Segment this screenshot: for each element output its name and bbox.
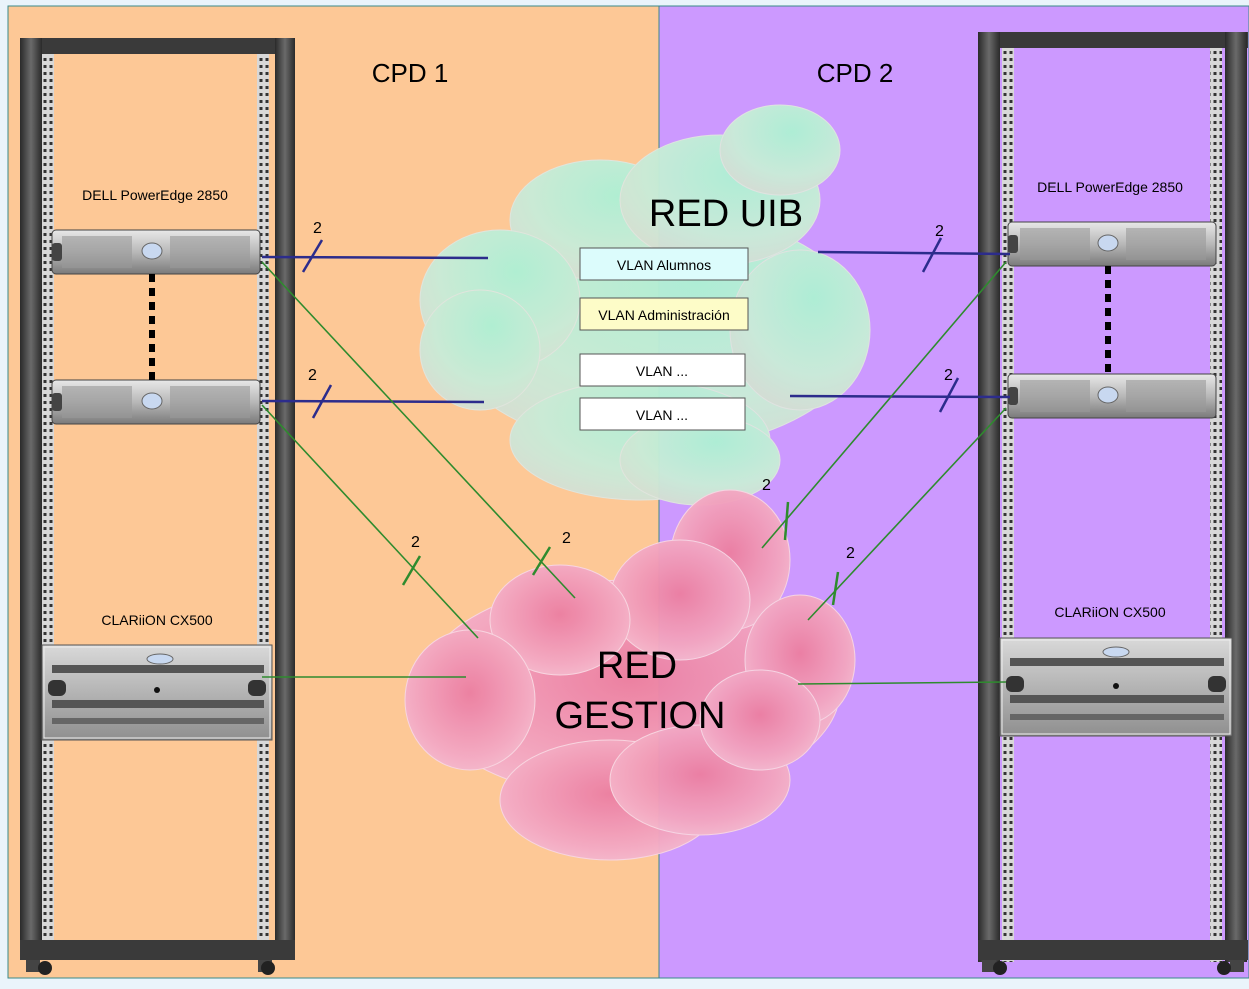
link-count-left-server-2: 2 <box>308 367 317 384</box>
gestion-links <box>261 261 1007 685</box>
rack-right-server-label: DELL PowerEdge 2850 <box>1037 179 1183 195</box>
rack-right: DELL PowerEdge 2850 CLARiiON CX500 <box>978 32 1248 975</box>
zone-cpd1-label: CPD 1 <box>372 58 449 88</box>
uib-tick-3 <box>921 237 943 273</box>
left-storage-array <box>41 644 273 741</box>
link-count-right-server-1-gestion: 2 <box>762 477 771 494</box>
uib-tick-4 <box>938 377 960 413</box>
vlan-box-4: VLAN ... <box>579 397 746 431</box>
uib-links <box>261 237 1011 419</box>
gestion-ticks <box>401 501 840 606</box>
rack-right-storage-label: CLARiiON CX500 <box>1054 604 1165 620</box>
rack-left-storage-label: CLARiiON CX500 <box>101 612 212 628</box>
gestion-tick-2 <box>401 555 422 586</box>
left-server-1 <box>51 229 261 275</box>
vlan-label-1: VLAN Alumnos <box>617 257 711 273</box>
link-count-right-server-2-gestion: 2 <box>846 545 855 562</box>
uib-link-right-server-1 <box>817 250 1011 256</box>
right-server-1 <box>1007 221 1217 267</box>
link-count-labels: 2 2 2 2 2 2 2 2 <box>308 220 953 562</box>
uib-link-left-server-2 <box>261 399 485 404</box>
link-count-right-server-2: 2 <box>944 367 953 384</box>
link-count-right-server-1: 2 <box>935 223 944 240</box>
vlan-label-2: VLAN Administración <box>598 307 730 323</box>
vlan-box-1: VLAN Alumnos <box>579 247 749 281</box>
rack-left: DELL PowerEdge 2850 CLARiiON CX500 <box>20 38 295 975</box>
link-count-left-server-1: 2 <box>313 220 322 237</box>
cloud-red-gestion-label-line2: GESTION <box>554 695 725 737</box>
cloud-red-uib-label: RED UIB <box>649 193 803 235</box>
gestion-link-right-server-1 <box>761 261 1007 549</box>
uib-tick-1 <box>301 239 324 273</box>
gestion-link-left-server-2 <box>261 404 479 639</box>
gestion-link-left-server-1 <box>261 261 576 599</box>
vlan-label-4: VLAN ... <box>636 407 688 423</box>
right-storage-array <box>999 637 1233 737</box>
link-count-left-server-2-gestion: 2 <box>411 534 420 551</box>
vlan-label-3: VLAN ... <box>636 363 688 379</box>
left-server-2 <box>51 379 261 425</box>
gestion-link-right-storage <box>797 681 1007 685</box>
gestion-tick-1 <box>531 546 552 576</box>
cloud-red-gestion-label-line1: RED <box>597 645 677 687</box>
vlan-box-3: VLAN ... <box>579 353 746 387</box>
right-server-2 <box>1007 373 1217 419</box>
gestion-link-right-server-2 <box>807 407 1007 621</box>
uib-link-right-server-2 <box>789 394 1011 399</box>
vlan-box-2: VLAN Administración <box>579 297 749 331</box>
gestion-tick-3 <box>783 501 790 541</box>
uib-tick-2 <box>311 384 333 419</box>
rack-left-server-label: DELL PowerEdge 2850 <box>82 187 228 203</box>
zone-cpd2-label: CPD 2 <box>817 58 894 88</box>
cloud-red-gestion <box>404 489 856 861</box>
link-count-left-server-1-gestion: 2 <box>562 530 571 547</box>
gestion-tick-4 <box>831 571 840 606</box>
uib-link-left-server-1 <box>261 255 489 260</box>
